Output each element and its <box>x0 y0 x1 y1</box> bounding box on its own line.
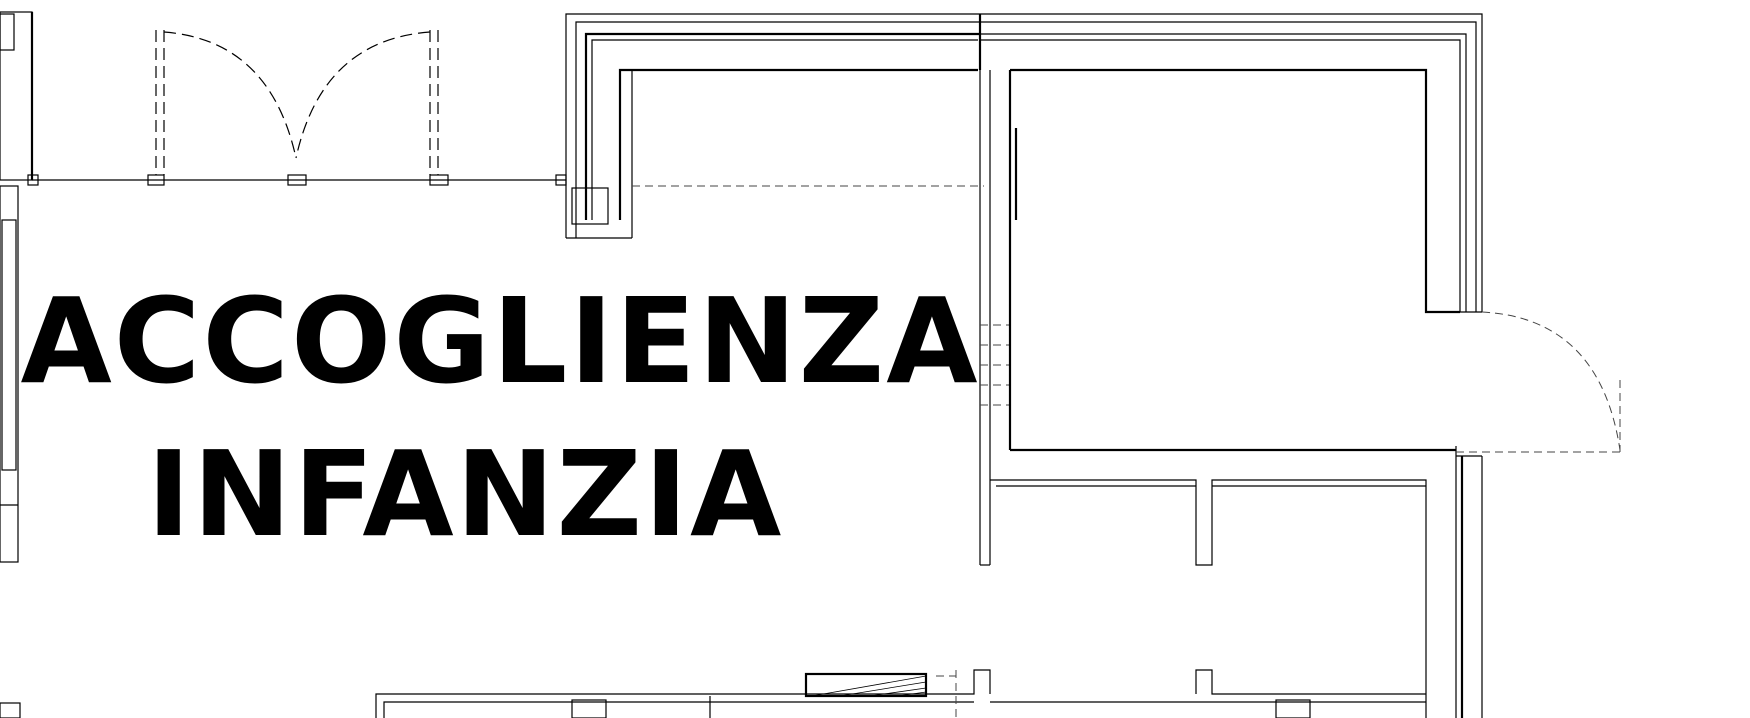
double-swing-doors <box>27 30 567 186</box>
upper-wall <box>565 13 1483 312</box>
right-room <box>1008 68 1621 456</box>
left-wall <box>0 11 34 718</box>
central-wall <box>979 70 1018 566</box>
room-label-line-2: INFANZIA <box>146 425 784 563</box>
bottom-wall <box>375 669 1426 718</box>
room-label-line-1: ACCOGLIENZA <box>20 272 980 410</box>
lower-right-room <box>990 455 1483 718</box>
